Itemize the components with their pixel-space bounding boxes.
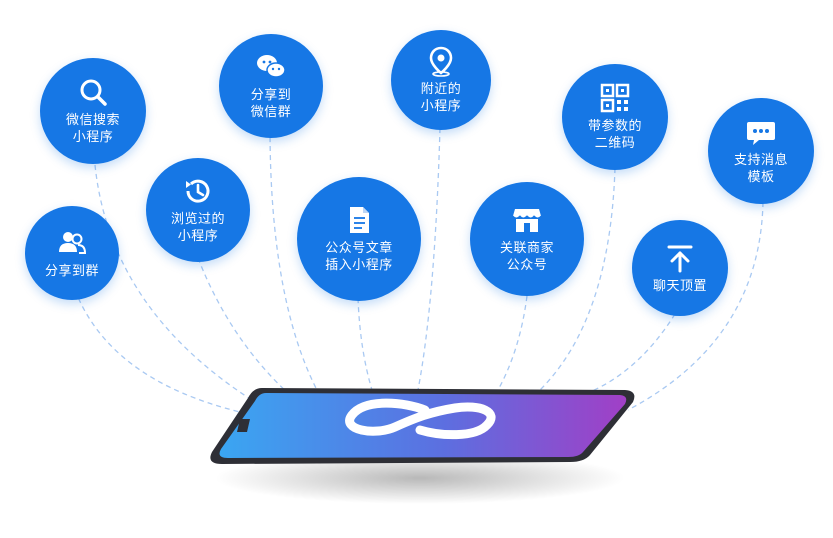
- phone-shadow: [215, 452, 625, 504]
- node-qr-code[interactable]: 带参数的 二维码: [562, 64, 668, 170]
- node-label: 分享到群: [44, 263, 99, 279]
- users-icon: [59, 231, 87, 254]
- wechat-icon: [257, 55, 286, 78]
- search-icon: [80, 79, 107, 106]
- connector-line: [74, 289, 241, 413]
- node-label: 微信搜索 小程序: [65, 113, 120, 145]
- message-icon: [747, 122, 775, 145]
- node-share-wechat-group[interactable]: 分享到 微信群: [219, 34, 323, 138]
- mini-program-logo-icon: [345, 398, 496, 440]
- node-label: 浏览过的 小程序: [170, 212, 225, 244]
- node-label: 关联商家 公众号: [499, 241, 554, 273]
- node-label: 聊天顶置: [652, 278, 707, 294]
- connector-line: [589, 313, 676, 393]
- node-nearby[interactable]: 附近的 小程序: [391, 30, 491, 130]
- node-label: 公众号文章 插入小程序: [325, 241, 393, 273]
- node-share-group[interactable]: 分享到群: [25, 206, 119, 300]
- qr-code-icon: [600, 83, 630, 113]
- node-recently-viewed[interactable]: 浏览过的 小程序: [146, 158, 250, 262]
- connector-line: [417, 127, 441, 391]
- node-label: 支持消息 模板: [733, 153, 788, 185]
- document-icon: [350, 207, 369, 233]
- phone: [210, 388, 635, 464]
- connector-line: [497, 295, 528, 391]
- location-pin-icon: [429, 46, 453, 77]
- pin-top-icon: [667, 245, 693, 272]
- node-template-message[interactable]: 支持消息 模板: [708, 98, 814, 204]
- history-icon: [186, 179, 210, 203]
- node-label: 带参数的 二维码: [587, 119, 642, 151]
- node-wechat-search[interactable]: 微信搜索 小程序: [40, 58, 146, 164]
- node-label: 附近的 小程序: [420, 82, 462, 114]
- connector-line: [197, 257, 291, 396]
- node-article-embed[interactable]: 公众号文章 插入小程序: [297, 177, 421, 301]
- connector-line: [357, 297, 373, 391]
- node-chat-pin[interactable]: 聊天顶置: [632, 220, 728, 316]
- node-linked-merchant[interactable]: 关联商家 公众号: [470, 182, 584, 296]
- node-label: 分享到 微信群: [250, 88, 292, 120]
- store-icon: [512, 209, 542, 232]
